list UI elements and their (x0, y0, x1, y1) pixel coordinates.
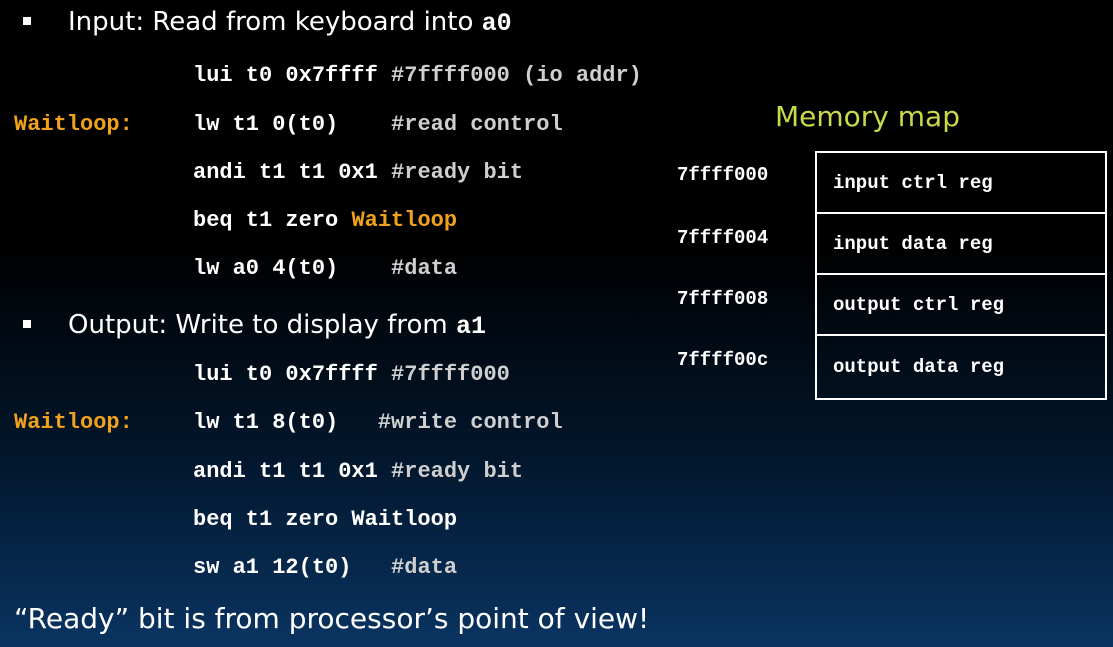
code-comment: #ready bit (391, 160, 524, 185)
label-waitloop-input: Waitloop: (14, 112, 133, 137)
register-name: input data reg (833, 232, 993, 255)
output-heading-text: Output: Write to display from (68, 310, 456, 340)
memory-address: 7ffff00c (677, 349, 769, 371)
code-comment: #write control (377, 410, 563, 435)
output-heading: Output: Write to display from a1 (68, 310, 486, 342)
code-text: andi t1 t1 0x1 (193, 160, 392, 185)
register-name: output data reg (833, 356, 1005, 378)
code-line-output-2: lw t1 8(t0) #write control (193, 410, 563, 436)
code-line-output-5: sw a1 12(t0) #data (193, 555, 457, 581)
code-line-input-4: beq t1 zero Waitloop (193, 208, 457, 234)
code-comment: #data (391, 256, 458, 281)
code-text: sw a1 12(t0) (193, 555, 392, 580)
code-comment: #7ffff000 (391, 362, 510, 387)
code-comment: #7ffff000 (io addr) (391, 63, 642, 88)
memory-map-title: Memory map (775, 100, 960, 133)
code-comment: #ready bit (391, 459, 524, 484)
footer-note: “Ready” bit is from processor’s point of… (14, 602, 650, 635)
code-text: lui t0 0x7ffff (193, 362, 392, 387)
output-register: a1 (455, 312, 486, 341)
code-line-input-1: lui t0 0x7ffff #7ffff000 (io addr) (193, 63, 642, 89)
code-text: andi t1 t1 0x1 (193, 459, 392, 484)
code-text: lw t1 8(t0) (193, 410, 378, 435)
bullet-square-icon (23, 320, 31, 328)
code-text: beq t1 zero (193, 208, 352, 233)
register-name: input ctrl reg (833, 171, 993, 194)
memory-map-row: input ctrl reg (817, 153, 1105, 214)
code-line-input-2: lw t1 0(t0) #read control (193, 112, 563, 138)
code-line-output-1: lui t0 0x7ffff #7ffff000 (193, 362, 510, 388)
memory-map-row: output ctrl reg (817, 275, 1105, 336)
code-text: beq t1 zero Waitloop (193, 507, 458, 532)
input-heading: Input: Read from keyboard into a0 (68, 7, 512, 39)
code-line-input-3: andi t1 t1 0x1 #ready bit (193, 160, 523, 186)
memory-address: 7ffff000 (677, 164, 769, 186)
code-line-output-3: andi t1 t1 0x1 #ready bit (193, 459, 523, 485)
input-heading-text: Input: Read from keyboard into (68, 7, 482, 37)
branch-target: Waitloop (351, 208, 458, 233)
memory-address: 7ffff008 (677, 288, 769, 310)
input-register: a0 (481, 9, 512, 38)
code-comment: #read control (391, 112, 563, 137)
code-line-input-5: lw a0 4(t0) #data (193, 256, 457, 282)
memory-map-row: output data reg (817, 336, 1105, 398)
memory-map-row: input data reg (817, 214, 1105, 275)
code-text: lw t1 0(t0) (193, 112, 392, 137)
code-text: lui t0 0x7ffff (193, 63, 392, 88)
code-text: lw a0 4(t0) (193, 256, 392, 281)
code-comment: #data (391, 555, 458, 580)
register-name: output ctrl reg (833, 293, 1005, 316)
memory-map-table: input ctrl reg input data reg output ctr… (815, 151, 1107, 400)
label-waitloop-output: Waitloop: (14, 410, 133, 435)
code-line-output-4: beq t1 zero Waitloop (193, 507, 457, 533)
memory-address: 7ffff004 (677, 227, 769, 249)
bullet-square-icon (23, 17, 31, 25)
